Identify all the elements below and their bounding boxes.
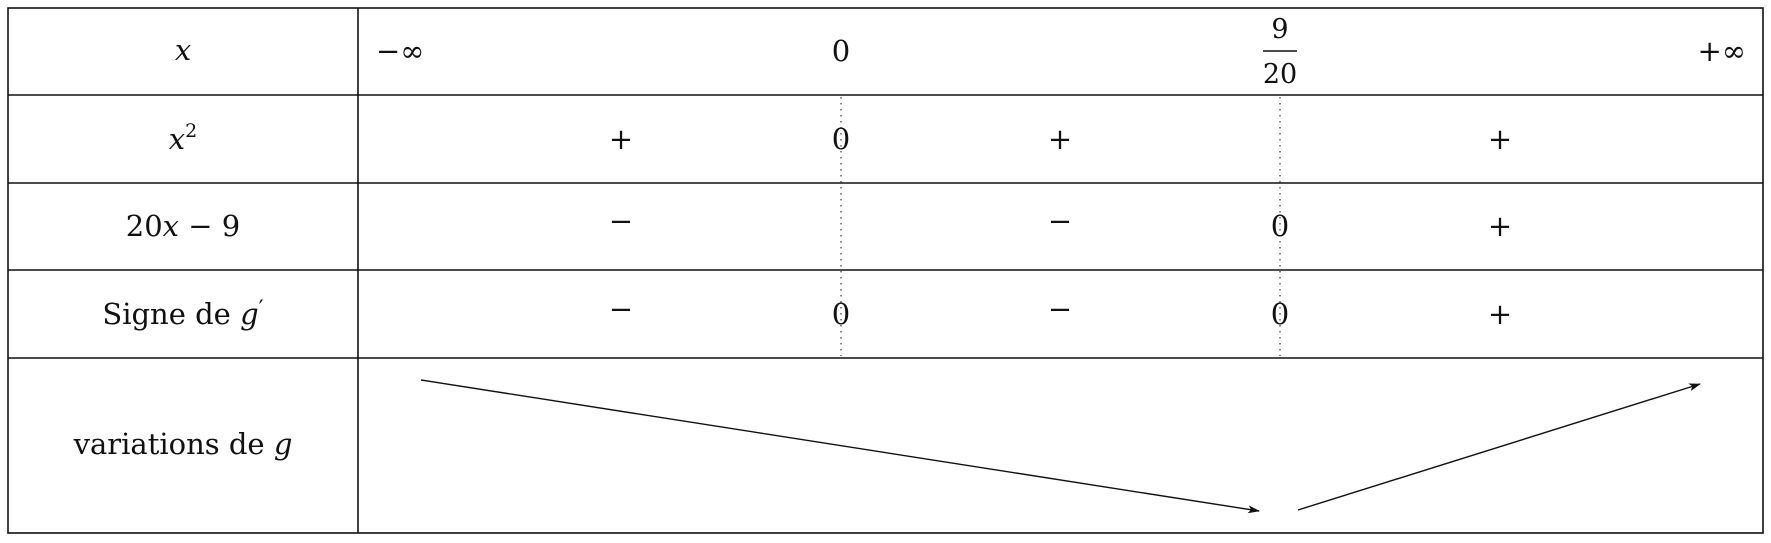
row-signs-g-prime: − 0 − 0 + — [609, 292, 1512, 331]
sign-cell: + — [609, 122, 633, 156]
sign-cell: − — [1048, 204, 1072, 238]
table-grid — [7, 7, 1764, 534]
fraction-denominator: 20 — [1263, 59, 1297, 90]
row-label-20x-minus-9: 20x − 9 — [126, 209, 240, 243]
sign-cell: 0 — [832, 297, 850, 331]
sign-cell: − — [1048, 292, 1072, 326]
sign-cell: − — [609, 292, 633, 326]
sign-cell: 0 — [1271, 297, 1289, 331]
sign-cell: + — [1048, 122, 1072, 156]
header-value-zero: 0 — [832, 34, 850, 68]
row-signs-x-squared: + 0 + + — [609, 122, 1512, 156]
sign-cell: + — [1488, 209, 1512, 243]
header-variable-label: x — [175, 33, 191, 67]
row-label-sign-of-g-prime: Signe de g′ — [102, 297, 263, 331]
row-label-x-squared: x2 — [169, 120, 197, 156]
sign-cell: 0 — [832, 122, 850, 156]
header-value-plus-infinity: +∞ — [1698, 34, 1746, 68]
sign-cell: + — [1488, 297, 1512, 331]
row-signs-20x-minus-9: − − 0 + — [609, 204, 1512, 243]
sign-cell: + — [1488, 122, 1512, 156]
row-label-variations-of-g: variations de g — [73, 427, 293, 461]
decreasing-arrow — [420, 379, 1260, 514]
header-value-minus-infinity: −∞ — [376, 34, 424, 68]
fraction-numerator: 9 — [1271, 14, 1288, 45]
increasing-arrow — [1297, 383, 1701, 511]
dotted-separators — [840, 97, 1281, 356]
sign-cell: 0 — [1271, 209, 1289, 243]
sign-cell: − — [609, 204, 633, 238]
header-value-fraction: 9 20 — [1263, 14, 1297, 90]
